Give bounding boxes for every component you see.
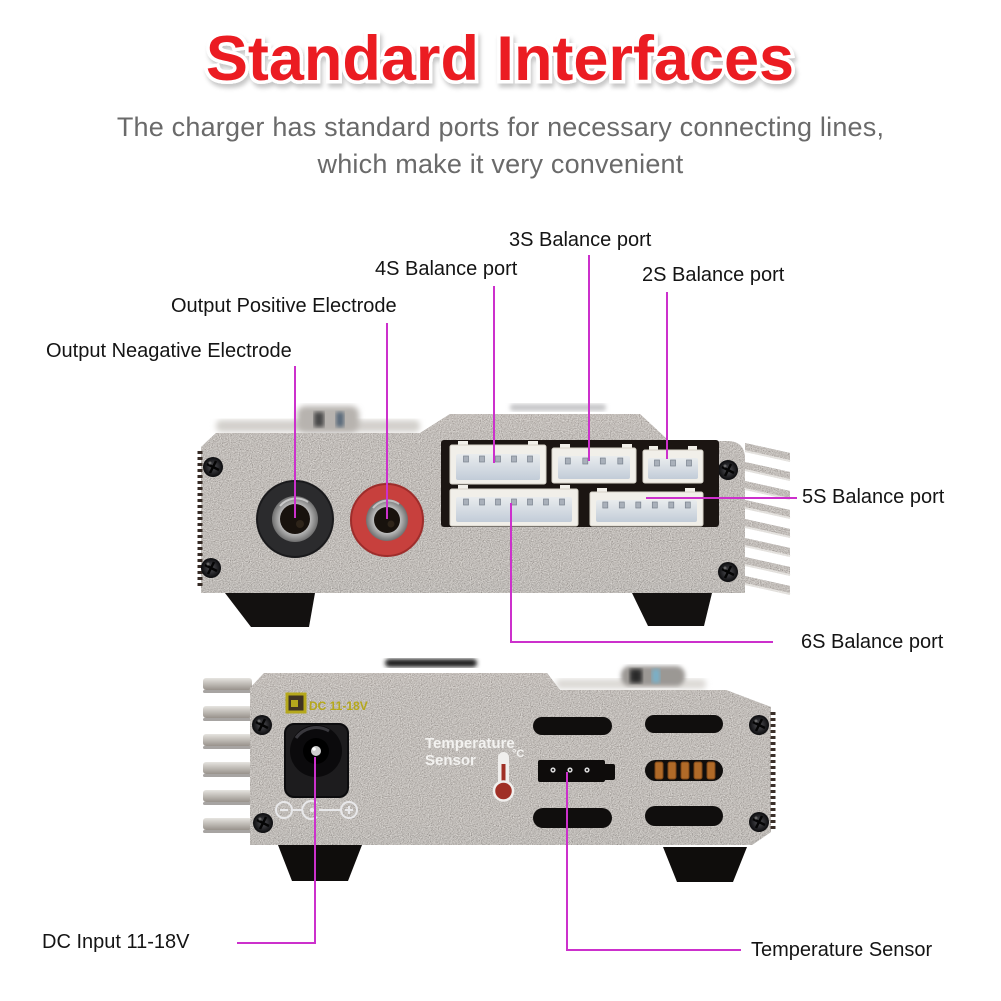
back-right-foot — [663, 847, 747, 882]
output-positive-jack — [350, 483, 424, 557]
balance-port-6s — [449, 485, 579, 527]
charger-front-photo — [197, 404, 791, 627]
page-title: Standard Interfaces — [206, 24, 794, 94]
back-screws — [252, 715, 769, 833]
label-6s-balance-port: 6S Balance port — [801, 631, 944, 653]
leader-output-positive — [386, 323, 388, 519]
balance-port-2s — [642, 446, 704, 484]
front-right-foot — [632, 593, 712, 626]
charger-back-photo: DC 11-18V Temperature Sensor — [203, 659, 776, 882]
leader-5s — [646, 497, 797, 499]
label-3s-balance-port: 3S Balance port — [509, 229, 652, 251]
front-heatsink-fins — [744, 443, 791, 595]
temp-sensor-port — [538, 760, 615, 782]
leader-dc-horizontal — [237, 942, 316, 944]
dc-label-text: DC 11-18V — [309, 699, 368, 713]
thermometer-icon — [492, 752, 515, 802]
balance-port-3s — [551, 444, 637, 484]
back-body-group — [250, 673, 771, 845]
leader-output-negative — [294, 366, 296, 518]
leader-6s-horizontal — [510, 641, 773, 643]
back-left-foot — [278, 845, 362, 881]
polarity-icon — [275, 800, 358, 820]
output-negative-jack — [256, 480, 334, 558]
leader-3s — [588, 255, 590, 461]
back-body — [250, 673, 771, 845]
label-2s-balance-port: 2S Balance port — [642, 264, 785, 286]
blurred-top-sliver — [510, 404, 606, 411]
leader-4s — [493, 286, 495, 463]
label-output-positive: Output Positive Electrode — [171, 295, 397, 317]
temp-sensor-print: Temperature Sensor °C — [425, 735, 524, 802]
subtitle-line-1: The charger has standard ports for neces… — [116, 112, 885, 142]
label-temperature-sensor: Temperature Sensor — [751, 939, 933, 961]
temp-print-line2: Sensor — [425, 752, 476, 769]
label-output-negative: Output Neagative Electrode — [46, 340, 292, 362]
leader-6s-vertical — [510, 503, 512, 643]
label-5s-balance-port: 5S Balance port — [802, 486, 945, 508]
page-title-graphic: Standard Interfaces — [202, 21, 797, 98]
leader-2s — [666, 292, 668, 459]
label-dc-input: DC Input 11-18V — [42, 931, 190, 953]
temp-unit: °C — [512, 748, 524, 760]
vent-slots — [533, 715, 723, 828]
leader-temp-horizontal — [566, 949, 741, 951]
leader-dc-vertical — [314, 757, 316, 944]
dc-voltage-label: DC 11-18V — [285, 692, 368, 714]
blurred-screen-edge — [385, 659, 477, 667]
balance-port-4s — [449, 441, 547, 485]
front-screws — [201, 457, 738, 582]
blurred-knob — [297, 406, 359, 432]
front-left-foot — [225, 593, 315, 627]
balance-port-5s — [589, 488, 704, 527]
back-heatsink-fins — [203, 678, 252, 833]
label-4s-balance-port: 4S Balance port — [375, 258, 518, 280]
transformer-coils — [654, 761, 716, 780]
temp-print-line1: Temperature — [425, 735, 515, 752]
dc-input-jack — [284, 723, 349, 798]
leader-temp-vertical — [566, 772, 568, 951]
subtitle-line-2: which make it very convenient — [317, 149, 684, 179]
